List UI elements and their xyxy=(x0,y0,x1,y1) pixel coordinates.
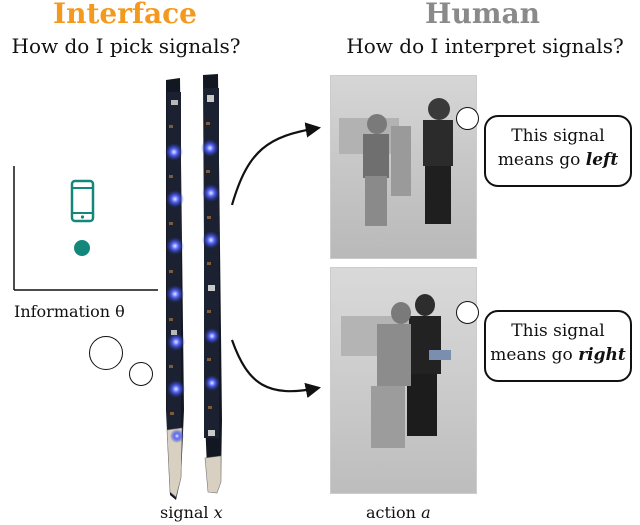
thought-bubble-small xyxy=(129,362,153,386)
interface-question: How do I pick signals? xyxy=(11,34,241,58)
bubble-line2: means go left xyxy=(497,150,619,170)
information-label: Information θ xyxy=(14,302,125,321)
action-symbol: a xyxy=(421,503,431,522)
speech-bubble-right: This signal means go right xyxy=(484,310,632,382)
signal-symbol: x xyxy=(213,503,223,522)
action-label: action a xyxy=(366,503,431,522)
photo-go-left xyxy=(330,75,477,259)
thought-bubble-top xyxy=(456,107,479,130)
bubble-line1: This signal xyxy=(511,321,605,341)
arrow-to-right-action xyxy=(230,339,322,398)
led-light xyxy=(165,143,185,443)
human-title: Human xyxy=(425,0,540,30)
photo-go-right xyxy=(330,267,477,494)
phone-icon xyxy=(70,179,95,223)
bubble-line1: This signal xyxy=(511,126,605,146)
information-axes xyxy=(13,166,158,291)
direction-right: right xyxy=(578,345,626,365)
led-strip-right xyxy=(201,74,222,494)
direction-left: left xyxy=(585,150,619,170)
human-question: How do I interpret signals? xyxy=(346,34,624,58)
interface-title: Interface xyxy=(52,0,197,30)
led-light xyxy=(201,139,220,391)
dot-icon xyxy=(74,240,90,256)
arrow-to-left-action xyxy=(230,122,322,206)
thought-bubble-large xyxy=(89,336,123,370)
led-strip-left xyxy=(165,78,185,500)
thought-bubble-bottom xyxy=(456,301,479,324)
bubble-line2: means go right xyxy=(490,345,626,365)
speech-bubble-left: This signal means go left xyxy=(484,115,632,187)
signal-label: signal x xyxy=(160,503,223,522)
